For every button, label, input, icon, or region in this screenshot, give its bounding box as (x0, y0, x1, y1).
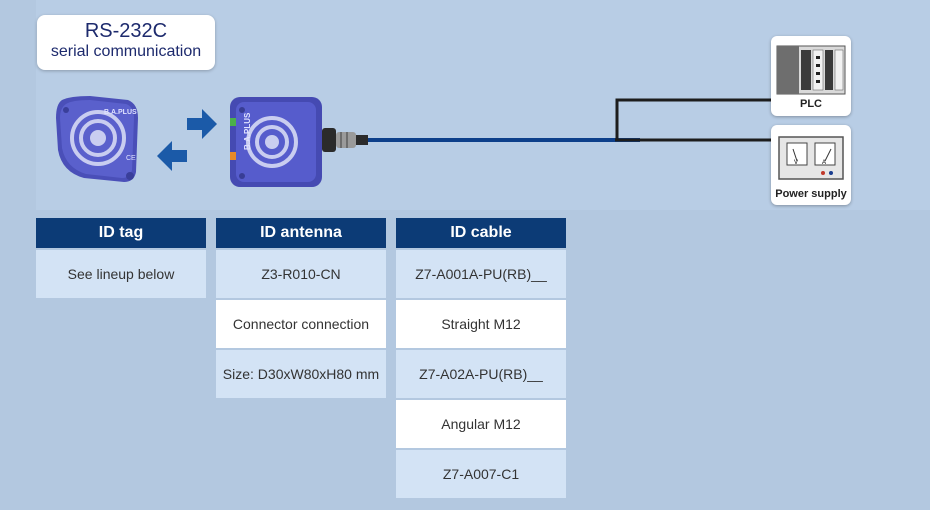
id-cable-header: ID cable (396, 218, 566, 248)
meter-v-label: V (794, 160, 798, 166)
id-tag-cell-1: See lineup below (36, 250, 206, 298)
power-supply-label: Power supply (775, 188, 847, 200)
cable (368, 98, 772, 142)
id-cable-cell-2: Straight M12 (396, 300, 566, 348)
antenna-brand-logo: B.A.PLUS (243, 112, 252, 150)
plc-icon (776, 45, 846, 95)
id-antenna-cell-3: Size: D30xW80xH80 mm (216, 350, 386, 398)
arrow-right-icon (187, 109, 217, 139)
title-box: RS-232C serial communication (37, 15, 215, 70)
title-subtitle: serial communication (50, 43, 202, 60)
id-cable-cell-1: Z7-A001A-PU(RB)__ (396, 250, 566, 298)
id-antenna-cell-2: Connector connection (216, 300, 386, 348)
id-cable-cell-3: Z7-A02A-PU(RB)__ (396, 350, 566, 398)
bidirectional-arrows (157, 109, 217, 171)
id-tag-header: ID tag (36, 218, 206, 248)
tag-brand-logo: B.A.PLUS (104, 109, 137, 116)
arrow-left-icon (157, 141, 187, 171)
id-cable-cell-4: Angular M12 (396, 400, 566, 448)
title-main: RS-232C (84, 20, 168, 42)
connection-diagram: B.A.PLUS CE B.A.PLUS (56, 96, 772, 187)
id-cable-cell-5: Z7-A007-C1 (396, 450, 566, 498)
id-tag-device: B.A.PLUS CE (56, 96, 138, 182)
plc-label: PLC (800, 98, 822, 110)
power-supply-box: V A Power supply (771, 125, 851, 205)
id-antenna-header: ID antenna (216, 218, 386, 248)
plc-box: PLC (771, 36, 851, 116)
meter-a-label: A (822, 160, 826, 166)
id-antenna-device: B.A.PLUS (230, 97, 368, 187)
ce-mark: CE (126, 155, 136, 162)
power-supply-icon: V A (778, 136, 844, 180)
id-antenna-cell-1: Z3-R010-CN (216, 250, 386, 298)
